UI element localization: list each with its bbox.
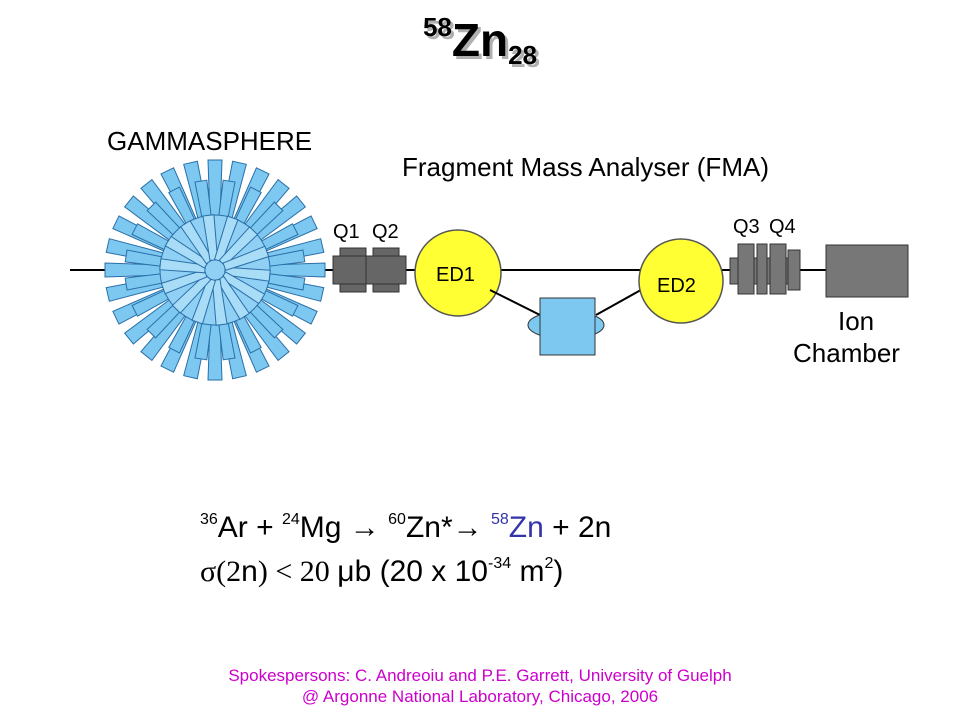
q1-q2-quadrupoles — [332, 247, 407, 293]
sigma-lt: < 20 — [267, 555, 338, 588]
reaction-tail: + 2n — [543, 511, 612, 544]
ion-label: Ion — [838, 306, 874, 336]
credits-line-2: @ Argonne National Laboratory, Chicago, … — [301, 687, 659, 706]
magnetic-dipole — [527, 297, 605, 356]
ar-text: Ar + — [217, 511, 282, 544]
title-symbol: Zn — [451, 14, 509, 66]
title-mass-number: 58 — [422, 12, 452, 42]
zn58-text: Zn — [508, 511, 544, 544]
sigma-m-exp: 2 — [544, 555, 554, 572]
q1-label: Q1 — [333, 221, 360, 243]
sigma-end: ) — [553, 555, 564, 588]
gammasphere-label: GAMMASPHERE — [107, 126, 312, 156]
reaction-equation: 36Ar + 24Mg → 60Zn*→ 58Zn + 2n — [200, 510, 611, 546]
zn60-mass: 60 — [388, 511, 406, 528]
ed1-label: ED1 — [436, 264, 475, 286]
sigma-unit: μb (20 x 10 — [337, 555, 488, 588]
sigma-close: ) — [257, 555, 268, 588]
q2-label: Q2 — [372, 221, 399, 243]
credits: Spokespersons: C. Andreoiu and P.E. Garr… — [0, 665, 960, 707]
title-neutron-number: 28 — [508, 40, 538, 70]
q4-label: Q4 — [769, 216, 796, 238]
slide-title: 58Zn28 — [0, 14, 960, 68]
mg-text: Mg → — [299, 511, 389, 544]
q3-label: Q3 — [733, 216, 760, 238]
zn60-text: Zn*→ — [405, 511, 491, 544]
mg-mass: 24 — [282, 511, 300, 528]
chamber-label: Chamber — [793, 338, 900, 368]
ion-chamber — [825, 244, 909, 298]
ar-mass: 36 — [200, 511, 218, 528]
sigma-m: m — [511, 555, 545, 588]
credits-line-1: Spokespersons: C. Andreoiu and P.E. Garr… — [228, 666, 732, 685]
zn58-mass: 58 — [490, 511, 509, 528]
fma-label: Fragment Mass Analyser (FMA) — [402, 152, 769, 182]
sigma-n: n — [241, 555, 258, 588]
cross-section: σ(2n) < 20 μb (20 x 10-34 m2) — [200, 554, 563, 590]
ed2-dipole — [638, 238, 724, 324]
q3-q4-quadrupoles — [729, 243, 801, 295]
ed1-dipole — [414, 229, 502, 317]
sigma-open: σ(2 — [200, 555, 242, 588]
ed1-to-magnet-line — [489, 289, 541, 316]
gammasphere-detector — [104, 159, 326, 381]
sigma-exp: -34 — [487, 555, 512, 572]
ed2-label: ED2 — [657, 275, 696, 297]
magnet-to-ed2-line — [595, 285, 649, 316]
